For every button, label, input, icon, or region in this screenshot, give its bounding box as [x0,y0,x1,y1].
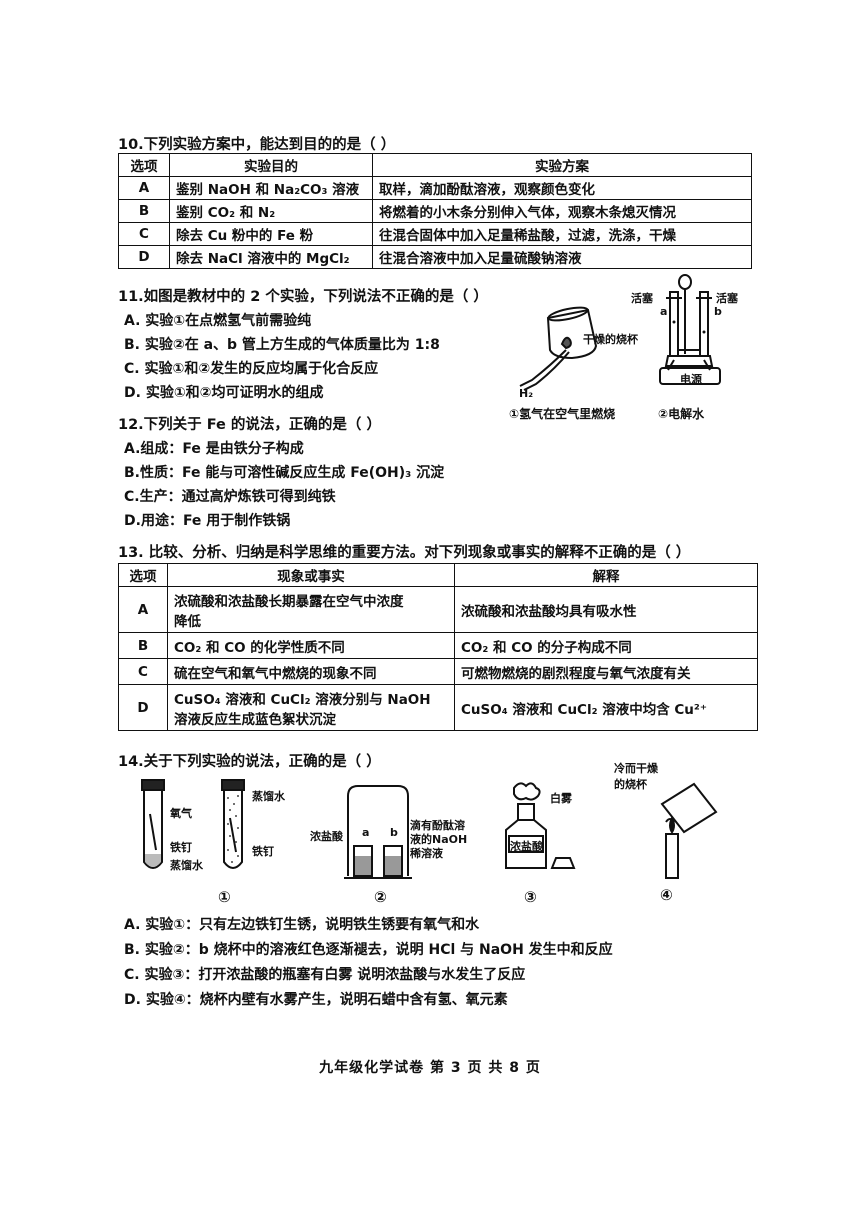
q11-option-b: B. 实验②在 a、b 管上方生成的气体质量比为 1:8 [124,337,440,353]
header-cell: 选项 [118,563,168,587]
option-cell: B [118,199,170,223]
table-row: B CO₂ 和 CO 的化学性质不同 CO₂ 和 CO 的分子构成不同 [118,632,758,659]
q12-option-d: D.用途：Fe 用于制作铁锅 [124,513,291,529]
label-tube-a: a [660,305,668,318]
page-footer: 九年级化学试卷 第 3 页 共 8 页 [319,1060,541,1076]
plan-cell: 将燃着的小木条分别伸入气体，观察木条熄灭情况 [372,199,752,223]
label-naoh-line2: 液的NaOH [410,833,468,846]
q11-option-c: C. 实验①和②发生的反应均属于化合反应 [124,361,379,377]
label-beaker-a: a [362,826,370,839]
figure-number-3: ③ [524,888,537,906]
label-tube-b: b [714,305,722,318]
q14-option-d: D. 实验④：烧杯内壁有水雾产生，说明石蜡中含有氢、氧元素 [124,992,508,1008]
explain-cell: 可燃物燃烧的剧烈程度与氧气浓度有关 [454,658,758,685]
label-water-right: 蒸馏水 [252,790,285,803]
q14-option-b: B. 实验②：b 烧杯中的溶液红色逐渐褪去，说明 HCl 与 NaOH 发生中和… [124,942,613,958]
figure-number-1: ① [218,888,231,906]
table-row: C 除去 Cu 粉中的 Fe 粉 往混合固体中加入足量稀盐酸，过滤，洗涤，干燥 [118,222,752,246]
q10-table: 选项 实验目的 实验方案 A 鉴别 NaOH 和 Na₂CO₃ 溶液 取样，滴加… [118,153,752,269]
label-beaker-b: b [390,826,398,839]
fact-line: 溶液反应生成蓝色絮状沉淀 [174,711,336,728]
electrolysis-figure [659,274,721,385]
q13-table: 选项 现象或事实 解释 A 浓硫酸和浓盐酸长期暴露在空气中浓度降低 浓硫酸和浓盐… [118,563,758,731]
option-cell: A [118,176,170,200]
purpose-cell: 鉴别 CO₂ 和 N₂ [169,199,373,223]
table-row: A 浓硫酸和浓盐酸长期暴露在空气中浓度降低 浓硫酸和浓盐酸均具有吸水性 [118,586,758,633]
q12-stem: 12.下列关于 Fe 的说法，正确的是（ ） [118,417,381,433]
table-row: A 鉴别 NaOH 和 Na₂CO₃ 溶液 取样，滴加酚酞溶液，观察颜色变化 [118,176,752,200]
label-h2: H₂ [519,387,534,400]
header-cell: 选项 [118,153,170,177]
option-cell: B [118,632,168,659]
header-cell: 解释 [454,563,758,587]
fact-cell: CuSO₄ 溶液和 CuCl₂ 溶液分别与 NaOH 溶液反应生成蓝色絮状沉淀 [167,684,455,731]
figure-number-4: ④ [660,886,673,904]
q13-stem: 13. 比较、分析、归纳是科学思维的重要方法。对下列现象或事实的解释不正确的是（… [118,545,691,561]
option-cell: D [118,245,170,269]
label-naoh-line1: 滴有酚酞溶 [410,819,465,832]
purpose-cell: 鉴别 NaOH 和 Na₂CO₃ 溶液 [169,176,373,200]
explain-cell: 浓硫酸和浓盐酸均具有吸水性 [454,586,758,633]
plan-cell: 往混合固体中加入足量稀盐酸，过滤，洗涤，干燥 [372,222,752,246]
q14-stem: 14.关于下列实验的说法，正确的是（ ） [118,754,381,770]
label-valve-left: 活塞 [631,292,653,305]
option-cell: D [118,684,168,731]
q11-stem: 11.如图是教材中的 2 个实验，下列说法不正确的是（ ） [118,289,488,305]
table-header-row: 选项 实验目的 实验方案 [118,153,752,177]
table-row: B 鉴别 CO₂ 和 N₂ 将燃着的小木条分别伸入气体，观察木条熄灭情况 [118,199,752,223]
q14-option-a: A. 实验①：只有左边铁钉生锈，说明铁生锈要有氧气和水 [124,917,480,933]
table-row: D 除去 NaCl 溶液中的 MgCl₂ 往混合溶液中加入足量硫酸钠溶液 [118,245,752,269]
option-cell: C [118,222,170,246]
table-row: D CuSO₄ 溶液和 CuCl₂ 溶液分别与 NaOH 溶液反应生成蓝色絮状沉淀… [118,684,758,731]
explain-cell: CO₂ 和 CO 的分子构成不同 [454,632,758,659]
q11-option-d: D. 实验①和②均可证明水的组成 [124,385,324,401]
explain-cell: CuSO₄ 溶液和 CuCl₂ 溶液中均含 Cu²⁺ [454,684,758,731]
label-hcl: 浓盐酸 [310,830,343,843]
candle-beaker-figure [660,782,718,879]
q12-option-b: B.性质：Fe 能与可溶性碱反应生成 Fe(OH)₃ 沉淀 [124,465,445,481]
hydrogen-burning-figure [519,306,598,391]
q10-stem: 10.下列实验方案中，能达到目的的是（ ） [118,137,396,153]
label-nail-right: 铁钉 [252,845,274,858]
label-bottle-hcl: 浓盐酸 [510,840,543,853]
hcl-bottle-figure [505,782,576,869]
fact-line: 降低 [174,613,201,630]
purpose-cell: 除去 Cu 粉中的 Fe 粉 [169,222,373,246]
header-cell: 现象或事实 [167,563,455,587]
rusting-test-tubes-figure [141,779,245,869]
fact-line: CuSO₄ 溶液和 CuCl₂ 溶液分别与 NaOH [174,691,431,708]
label-cold-beaker-line2: 的烧杯 [614,778,647,791]
fact-cell: 硫在空气和氧气中燃烧的现象不同 [167,658,455,685]
caption-hydrogen-burning: ①氢气在空气里燃烧 [509,407,616,421]
label-nail-left: 铁钉 [170,841,192,854]
fact-cell: CO₂ 和 CO 的化学性质不同 [167,632,455,659]
fact-line: 浓硫酸和浓盐酸长期暴露在空气中浓度 [174,593,404,610]
plan-cell: 往混合溶液中加入足量硫酸钠溶液 [372,245,752,269]
header-cell: 实验方案 [372,153,752,177]
label-water-left: 蒸馏水 [170,859,203,872]
plan-cell: 取样，滴加酚酞溶液，观察颜色变化 [372,176,752,200]
q11-option-a: A. 实验①在点燃氢气前需验纯 [124,313,312,329]
label-oxygen: 氧气 [170,807,192,820]
label-dry-beaker: 干燥的烧杯 [583,333,638,346]
bell-jar-figure [344,785,412,879]
label-valve-right: 活塞 [716,292,738,305]
purpose-cell: 除去 NaCl 溶液中的 MgCl₂ [169,245,373,269]
label-cold-beaker-line1: 冷而干燥 [614,762,658,775]
label-naoh-line3: 稀溶液 [410,847,443,860]
label-white-fog: 白雾 [550,792,572,805]
q12-option-c: C.生产：通过高炉炼铁可得到纯铁 [124,489,336,505]
table-row: C 硫在空气和氧气中燃烧的现象不同 可燃物燃烧的剧烈程度与氧气浓度有关 [118,658,758,685]
header-cell: 实验目的 [169,153,373,177]
option-cell: C [118,658,168,685]
q14-option-c: C. 实验③：打开浓盐酸的瓶塞有白雾 说明浓盐酸与水发生了反应 [124,967,526,983]
caption-electrolysis: ②电解水 [658,407,705,421]
option-cell: A [118,586,168,633]
figure-number-2: ② [374,888,387,906]
fact-cell: 浓硫酸和浓盐酸长期暴露在空气中浓度降低 [167,586,455,633]
q12-option-a: A.组成：Fe 是由铁分子构成 [124,441,304,457]
table-header-row: 选项 现象或事实 解释 [118,563,758,587]
label-power: 电源 [680,373,702,386]
